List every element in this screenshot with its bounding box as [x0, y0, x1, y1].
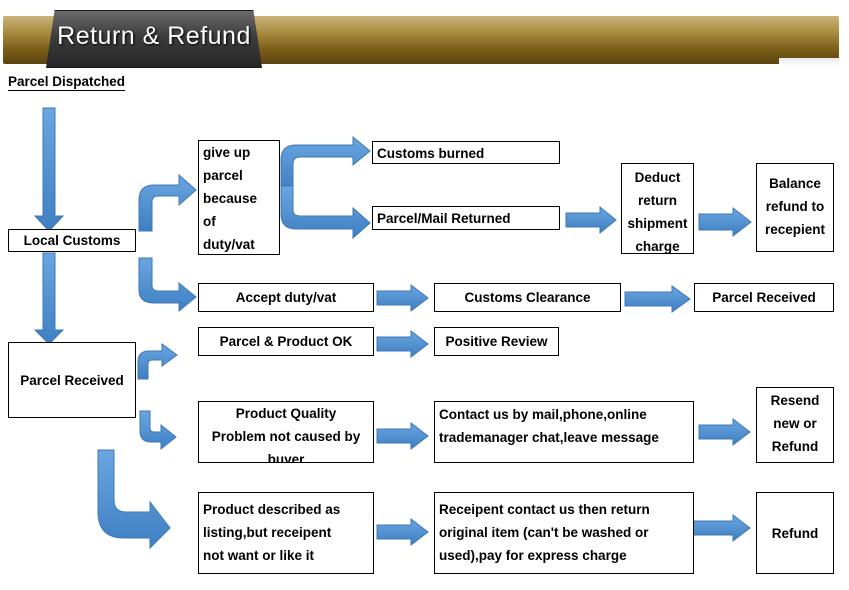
- customs-burned-box: Customs burned: [372, 141, 560, 164]
- arrow-returned-deduct: [565, 205, 617, 235]
- parcel-product-ok-label: Parcel & Product OK: [219, 334, 353, 349]
- parcel-mail-returned-box: Parcel/Mail Returned: [372, 206, 560, 230]
- described-line: not want or like it: [203, 548, 315, 563]
- resend-line: Resend: [770, 393, 820, 408]
- balance-line: Balance: [769, 176, 821, 191]
- arrow-ok-review: [376, 329, 429, 359]
- title-plate: Return & Refund: [46, 10, 262, 68]
- quality-line: Problem not caused by: [211, 429, 361, 444]
- give-up-line: duty/vat: [203, 237, 255, 252]
- customs-burned-label: Customs burned: [377, 146, 485, 161]
- balance-line: refund to: [765, 199, 825, 214]
- resend-refund-box: Resend new or Refund: [756, 387, 834, 463]
- parcel-mail-returned-label: Parcel/Mail Returned: [377, 211, 511, 226]
- arrow-described-receipent: [376, 517, 429, 547]
- contact-line: trademanager chat,leave message: [439, 430, 659, 445]
- parcel-product-ok-box: Parcel & Product OK: [198, 327, 374, 356]
- quality-line: buyer: [267, 452, 305, 463]
- product-described-box: Product described as listing,but receipe…: [198, 492, 374, 574]
- quality-line: Product Quality: [235, 406, 337, 421]
- local-customs-box: Local Customs: [8, 229, 136, 252]
- give-up-line: give up: [203, 145, 251, 160]
- deduct-line: Deduct: [634, 170, 681, 185]
- arrow-accept-clearance: [376, 283, 429, 313]
- contact-line: Contact us by mail,phone,online: [439, 407, 647, 422]
- receipent-line: original item (can't be washed or: [439, 525, 649, 540]
- positive-review-box: Positive Review: [434, 327, 559, 356]
- customs-clearance-label: Customs Clearance: [464, 290, 591, 305]
- contact-us-box: Contact us by mail,phone,online trademan…: [434, 401, 694, 463]
- refund-label: Refund: [771, 525, 819, 541]
- parcel-received-left-label: Parcel Received: [20, 372, 124, 388]
- local-customs-label: Local Customs: [23, 233, 121, 248]
- deduct-line: shipment: [627, 216, 688, 231]
- deduct-line: charge: [635, 239, 680, 254]
- arrow-bracket-burned: [280, 135, 371, 191]
- header-banner-shadow: [779, 58, 839, 66]
- arrow-receipent-refund: [692, 513, 751, 543]
- give-up-parcel-box: give up parcel because of duty/vat: [198, 140, 280, 255]
- resend-line: new or: [773, 416, 817, 431]
- arrow-down-customs: [33, 252, 65, 345]
- receipent-contact-box: Receipent contact us then return origina…: [434, 492, 694, 574]
- resend-line: Refund: [771, 439, 819, 454]
- product-quality-box: Product Quality Problem not caused by bu…: [198, 401, 374, 463]
- arrow-clearance-received: [624, 285, 691, 313]
- arrow-curve-giveup: [138, 173, 197, 232]
- receipent-line: Receipent contact us then return: [439, 502, 650, 517]
- balance-refund-box: Balance refund to recepient: [756, 163, 834, 252]
- refund-box: Refund: [756, 492, 834, 574]
- receipent-line: used),pay for express charge: [439, 548, 627, 563]
- arrow-quality-contact: [376, 421, 429, 451]
- parcel-received-right-label: Parcel Received: [712, 290, 816, 305]
- accept-duty-label: Accept duty/vat: [235, 290, 337, 305]
- parcel-received-right-box: Parcel Received: [694, 283, 834, 312]
- described-line: Product described as: [203, 502, 341, 517]
- arrow-bracket-returned: [280, 185, 371, 240]
- give-up-line: because: [203, 191, 258, 206]
- deduct-line: return: [637, 193, 677, 208]
- balance-line: recepient: [764, 222, 826, 237]
- arrow-down-dispatched: [33, 107, 65, 232]
- arrow-deduct-balance: [698, 206, 752, 238]
- customs-clearance-box: Customs Clearance: [434, 283, 621, 312]
- described-line: listing,but receipent: [203, 525, 332, 540]
- accept-duty-box: Accept duty/vat: [198, 283, 374, 312]
- give-up-line: of: [203, 214, 216, 229]
- give-up-line: parcel: [203, 168, 243, 183]
- arrow-curve-accept: [138, 257, 197, 313]
- arrow-contact-resend: [698, 417, 751, 447]
- positive-review-label: Positive Review: [445, 334, 548, 349]
- arrow-curve-described: [97, 449, 171, 550]
- parcel-dispatched-label: Parcel Dispatched: [8, 74, 126, 91]
- parcel-received-left-box: Parcel Received: [8, 342, 136, 418]
- page-title: Return & Refund: [57, 22, 251, 50]
- arrow-curve-ok: [137, 343, 178, 380]
- arrow-curve-quality: [139, 410, 177, 451]
- deduct-return-box: Deduct return shipment charge: [621, 163, 694, 254]
